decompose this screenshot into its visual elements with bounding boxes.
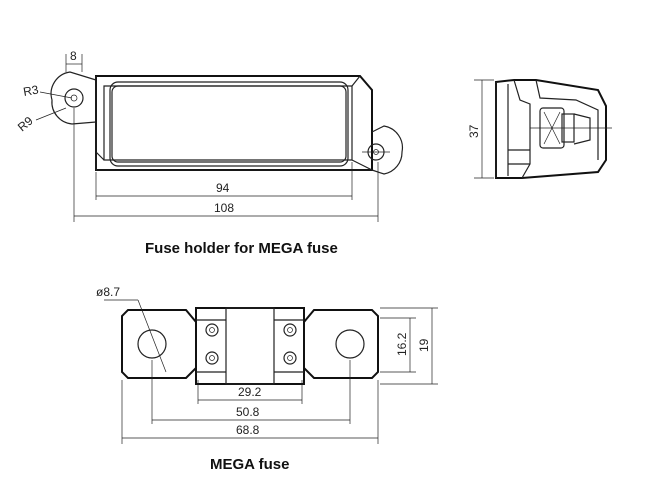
fuse-holder-top-view bbox=[50, 71, 404, 175]
fuse-holder-side-view bbox=[495, 79, 612, 179]
left-mount-hole bbox=[64, 88, 84, 108]
side-dimension-37: 37 bbox=[467, 79, 494, 179]
fuse-caption: MEGA fuse bbox=[210, 456, 290, 473]
right-terminal-hole bbox=[335, 329, 365, 359]
mega-fuse-drawing bbox=[121, 307, 379, 385]
dim-r9-label: R9 bbox=[15, 114, 36, 135]
dim-50-8-label: 50.8 bbox=[236, 405, 260, 419]
holder-dimensions: 8 R3 R9 94 108 bbox=[15, 49, 379, 222]
dim-8-label: 8 bbox=[70, 49, 77, 63]
dim-16-2-label: 16.2 bbox=[395, 332, 409, 356]
dim-hole-label: ø8.7 bbox=[96, 285, 120, 299]
dim-94-label: 94 bbox=[216, 181, 230, 195]
left-terminal-hole bbox=[137, 329, 167, 359]
dim-37-label: 37 bbox=[467, 124, 481, 138]
dim-r3-label: R3 bbox=[22, 82, 40, 99]
dim-19-label: 19 bbox=[417, 338, 431, 352]
dim-68-8-label: 68.8 bbox=[236, 423, 260, 437]
dim-108-label: 108 bbox=[214, 201, 234, 215]
holder-caption: Fuse holder for MEGA fuse bbox=[145, 240, 338, 257]
fuse-dimensions: ø8.7 29.2 50.8 68.8 16.2 19 bbox=[96, 285, 438, 444]
dim-29-2-label: 29.2 bbox=[238, 385, 262, 399]
